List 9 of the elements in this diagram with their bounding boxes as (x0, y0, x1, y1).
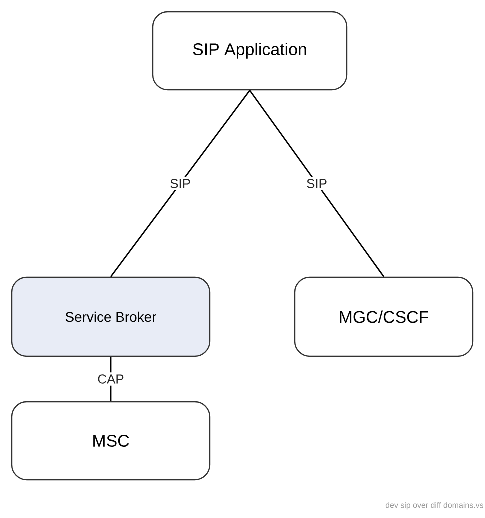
process-box: MGC/CSCF (294, 276, 474, 358)
service-box: Service Broker (11, 276, 211, 358)
process-box: MSC (11, 401, 211, 481)
connector-line (249, 90, 385, 278)
process-box: SIP Application (152, 11, 348, 91)
edge-label: SIP (307, 179, 327, 188)
edge-label: CAP (98, 374, 124, 384)
connector-line (110, 90, 251, 278)
edge-label: SIP (170, 179, 190, 188)
